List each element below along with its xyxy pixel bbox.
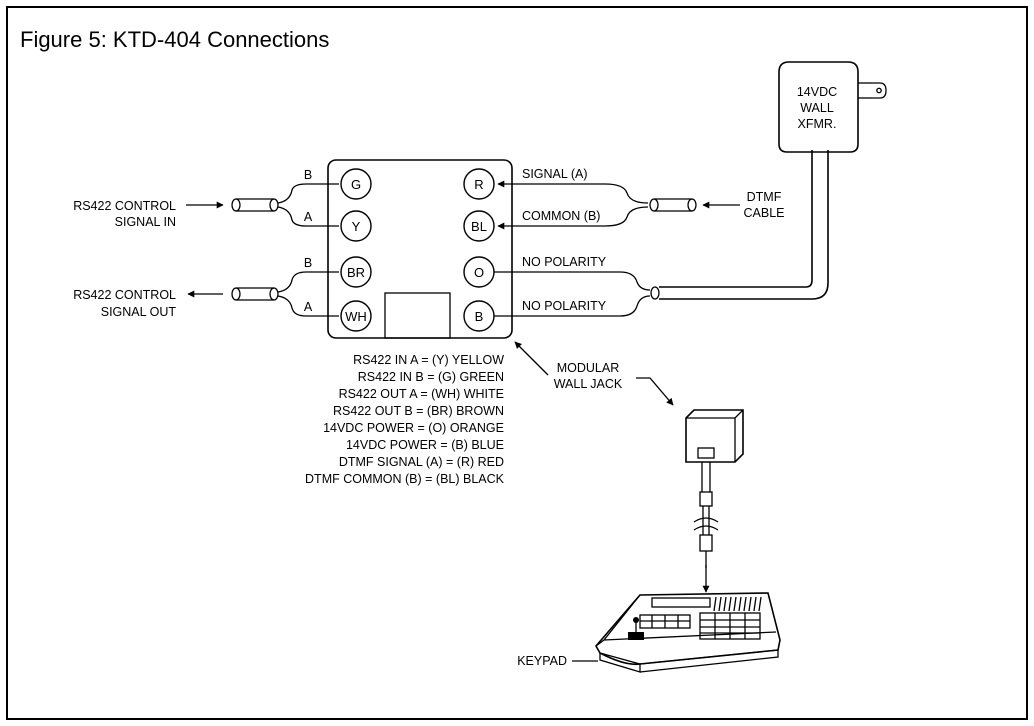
terminal-g: G bbox=[340, 168, 372, 200]
legend-item: DTMF SIGNAL (A) = (R) RED bbox=[339, 455, 504, 469]
wall-jack-callout bbox=[636, 377, 674, 406]
keypad-grille bbox=[713, 596, 762, 612]
keypad-icon bbox=[595, 592, 781, 673]
power-wire-o-bend bbox=[619, 271, 651, 291]
legend-item: RS422 OUT B = (BR) BROWN bbox=[333, 404, 504, 418]
terminal-wh: WH bbox=[340, 300, 372, 332]
terminal-y: Y bbox=[340, 210, 372, 242]
modular-socket bbox=[384, 292, 451, 339]
transformer-power-cable bbox=[659, 150, 813, 288]
terminal-o-label: O bbox=[474, 265, 484, 280]
legend-item: RS422 IN B = (G) GREEN bbox=[358, 370, 504, 384]
rs422-out-label-line2: SIGNAL OUT bbox=[101, 305, 177, 319]
terminal-b-label: B bbox=[475, 309, 484, 324]
legend-item: 14VDC POWER = (B) BLUE bbox=[346, 438, 504, 452]
terminal-bl: BL bbox=[463, 210, 495, 242]
no-polarity-label-2: NO POLARITY bbox=[522, 299, 607, 313]
joystick-icon bbox=[628, 617, 644, 640]
terminal-b: B bbox=[463, 300, 495, 332]
rs422-in-label-line1: RS422 CONTROL bbox=[73, 199, 176, 213]
legend-item: 14VDC POWER = (O) ORANGE bbox=[323, 421, 504, 435]
terminal-br: BR bbox=[340, 256, 372, 288]
transformer-label-line2: WALL bbox=[800, 101, 834, 115]
terminal-o: O bbox=[463, 256, 495, 288]
rs422-in-cable bbox=[231, 183, 339, 227]
color-legend: RS422 IN A = (Y) YELLOW RS422 IN B = (G)… bbox=[305, 353, 505, 486]
rs422-in-label-line2: SIGNAL IN bbox=[115, 215, 176, 229]
legend-item: RS422 OUT A = (WH) WHITE bbox=[339, 387, 504, 401]
rs422-out-wire-a-label: A bbox=[304, 300, 313, 314]
terminal-r: R bbox=[463, 168, 495, 200]
power-wire-b-bend bbox=[619, 295, 651, 317]
rs422-out-wire-b-label: B bbox=[304, 256, 312, 270]
transformer-label-line1: 14VDC bbox=[797, 85, 837, 99]
terminal-wh-label: WH bbox=[345, 309, 367, 324]
modular-cord bbox=[693, 462, 719, 568]
keypad-label: KEYPAD bbox=[517, 654, 567, 668]
rs422-out-label-line1: RS422 CONTROL bbox=[73, 288, 176, 302]
dtmf-cable bbox=[649, 198, 697, 212]
dtmf-cable-label-line2: CABLE bbox=[744, 206, 785, 220]
rs422-in-wire-b-label: B bbox=[304, 168, 312, 182]
dtmf-cable-label-line1: DTMF bbox=[747, 190, 782, 204]
rs422-in-wire-a-label: A bbox=[304, 210, 313, 224]
power-cable-end bbox=[650, 286, 660, 300]
figure-title: Figure 5: KTD-404 Connections bbox=[20, 27, 329, 52]
wall-jack-label-line1: MODULAR bbox=[557, 361, 620, 375]
no-polarity-label-1: NO POLARITY bbox=[522, 255, 607, 269]
figure-frame bbox=[6, 6, 1028, 720]
wall-jack-label-line2: WALL JACK bbox=[554, 377, 623, 391]
rs422-out-cable bbox=[231, 271, 339, 317]
wall-jack-arrow bbox=[514, 341, 549, 376]
transformer-label-line3: XFMR. bbox=[798, 117, 837, 131]
legend-item: RS422 IN A = (Y) YELLOW bbox=[353, 353, 504, 367]
terminal-r-label: R bbox=[474, 177, 483, 192]
terminal-bl-label: BL bbox=[471, 219, 487, 234]
signal-a-wire bbox=[604, 183, 649, 204]
terminal-g-label: G bbox=[351, 177, 361, 192]
terminal-y-label: Y bbox=[352, 219, 361, 234]
plug-prong-icon bbox=[858, 82, 887, 99]
signal-a-label: SIGNAL (A) bbox=[522, 167, 588, 181]
terminal-br-label: BR bbox=[347, 265, 365, 280]
wall-jack-icon bbox=[685, 409, 744, 463]
legend-item: DTMF COMMON (B) = (BL) BLACK bbox=[305, 472, 505, 486]
wall-transformer bbox=[778, 61, 859, 153]
common-b-label: COMMON (B) bbox=[522, 209, 600, 223]
common-b-wire bbox=[604, 206, 649, 227]
